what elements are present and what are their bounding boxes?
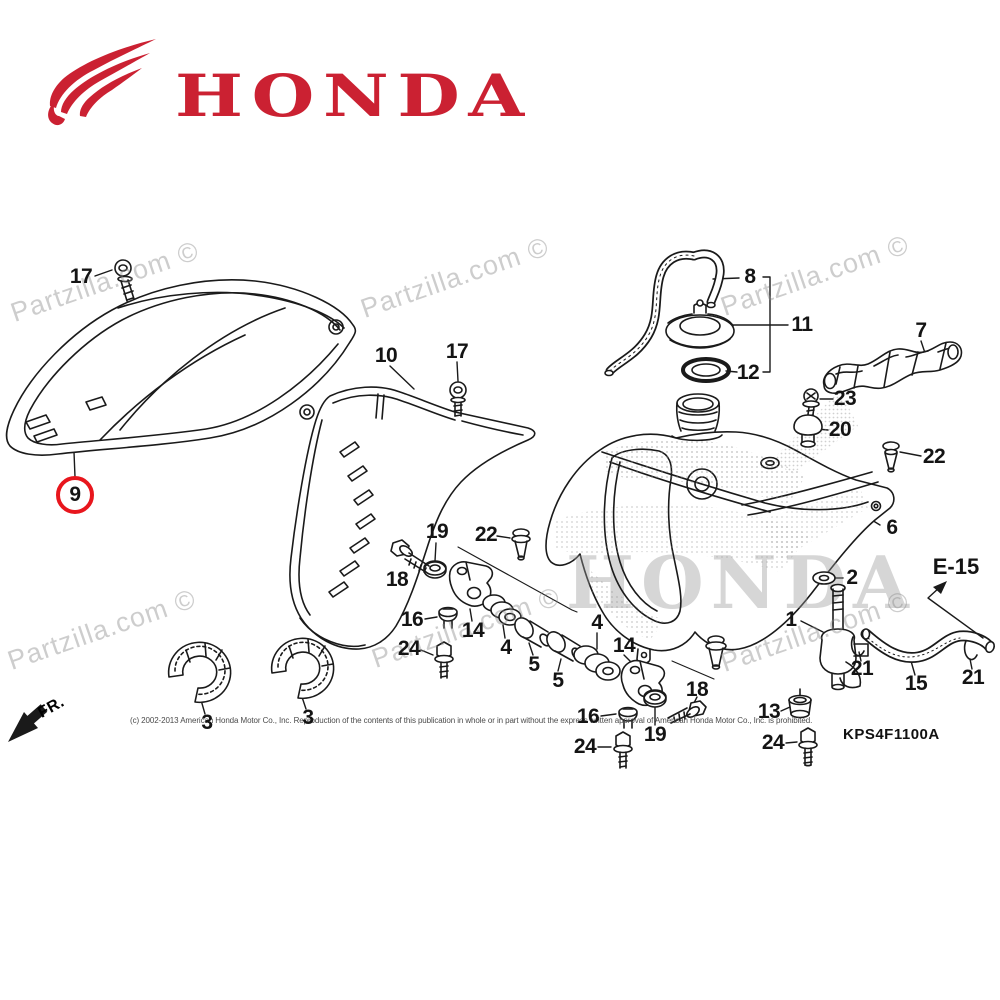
part-number-label: 14: [461, 619, 485, 642]
part-number-label: 19: [425, 520, 449, 543]
part-5-collar-a: [514, 617, 551, 648]
part-number-label: 19: [643, 723, 667, 746]
part-number-label: 20: [828, 418, 852, 441]
part-2-washer: [812, 571, 836, 585]
reference-label: E-15: [932, 554, 980, 579]
part-22-clip-bottom: [705, 635, 727, 670]
part-1-fuel-petcock: [819, 583, 869, 691]
part-number-label: 4: [591, 611, 603, 634]
part-14-bracket-a: [448, 561, 494, 607]
part-number-label: 18: [385, 568, 409, 591]
part-number-label: 24: [573, 735, 597, 758]
part-number-label: 10: [374, 344, 398, 367]
part-number-label: 13: [757, 700, 781, 723]
part-20-grommet: [793, 414, 823, 448]
part-17-bolt-center: [449, 381, 467, 417]
diagram-code: KPS4F1100A: [843, 726, 940, 743]
part-number-label: 12: [736, 361, 760, 384]
part-number-label: 3: [201, 711, 213, 734]
part-24-bolt-b: [613, 731, 633, 769]
part-number-label: 22: [474, 523, 498, 546]
part-3-cushion-b: [270, 637, 335, 700]
part-number-label: 22: [922, 445, 946, 468]
part-24-bolt-a: [434, 641, 454, 679]
part-18-bolt-a: [390, 539, 430, 573]
part-19-washer-a: [423, 560, 447, 579]
part-number-label: 5: [528, 653, 540, 676]
part-19-washer-b: [643, 689, 667, 708]
part-number-label: 24: [761, 731, 785, 754]
part-24-bolt-right: [798, 727, 818, 767]
part-number-label: 23: [833, 387, 857, 410]
fr-direction-arrow: [8, 704, 48, 742]
part-22-clip-right: [882, 441, 900, 473]
e15-reference-arrow: [927, 581, 984, 639]
part-21-clip-left: [850, 636, 865, 657]
part-number-label: 21: [961, 666, 985, 689]
part-6-fuel-tank-details: [556, 390, 882, 665]
part-22-clip-top: [511, 528, 531, 561]
part-number-label: 16: [576, 705, 600, 728]
part-12-cap-gasket: [681, 357, 731, 383]
part-16-plug-b: [618, 706, 638, 729]
part-number-label: 24: [397, 637, 421, 660]
part-number-label: 7: [915, 319, 927, 342]
honda-wing-logo: [48, 39, 156, 126]
part-3-cushion-a: [167, 641, 232, 704]
part-number-label: 17: [445, 340, 469, 363]
part-number-label: 3: [302, 706, 314, 729]
part-21-clip-right: [963, 640, 978, 661]
part-18-bolt-b: [667, 700, 707, 724]
part-9-left-shroud: [5, 279, 357, 456]
copyright-notice: (c) 2002-2013 American Honda Motor Co., …: [130, 716, 813, 725]
part-11-fuel-cap: [665, 299, 735, 349]
part-number-label: 21: [850, 657, 874, 680]
part-number-label: 15: [904, 672, 928, 695]
part-number-label: 6: [886, 516, 898, 539]
part-number-label: 14: [612, 634, 636, 657]
part-number-label: 16: [400, 608, 424, 631]
part-17-bolt-left: [114, 259, 135, 302]
part-8-breather-tube: [604, 249, 725, 377]
part-number-label: 18: [685, 678, 709, 701]
part-number-label: 1: [785, 608, 797, 631]
part-16-plug-a: [438, 606, 458, 629]
part-number-label: 11: [791, 313, 813, 336]
part-number-label: 4: [500, 636, 512, 659]
part-number-label: 8: [744, 265, 756, 288]
part-10-center-shroud: [289, 386, 536, 650]
part-15-fuel-hose: [860, 628, 996, 664]
part-number-label: 2: [846, 566, 858, 589]
part-number-label: 17: [69, 265, 93, 288]
part-number-label: 5: [552, 669, 564, 692]
brand-wordmark: HONDA: [175, 62, 533, 130]
part-7-strap: [822, 341, 963, 394]
part-4-grommet-b: [573, 645, 621, 681]
part-4-grommet-a: [482, 594, 522, 626]
part-13-strainer: [788, 688, 812, 719]
highlighted-part-label: 9: [56, 476, 94, 514]
